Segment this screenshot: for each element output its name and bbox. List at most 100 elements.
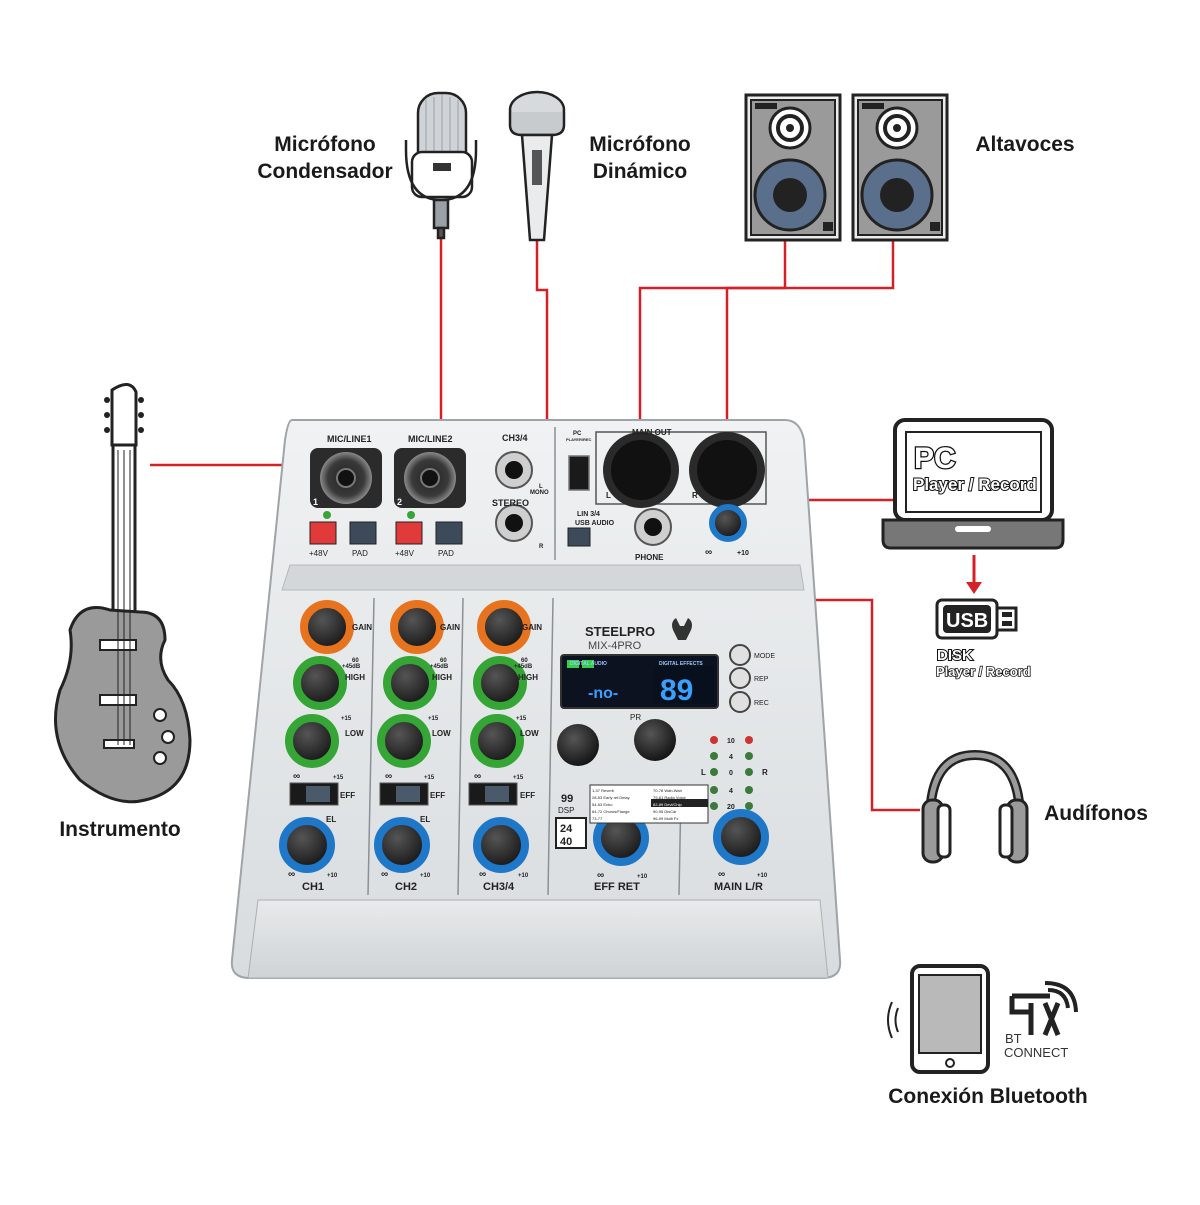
player-knobs[interactable]: [557, 719, 676, 766]
channel-knobs[interactable]: [279, 600, 531, 873]
effects-row-2-a: 28-53 Early ref.Delay: [592, 795, 630, 800]
ch2-plus15-a: +15: [428, 716, 439, 722]
ch2-plus10: +10: [420, 873, 431, 879]
effret-inf: ∞: [597, 870, 604, 881]
wireless-signal-icon: [887, 1001, 899, 1039]
mono-label: L: [539, 484, 543, 490]
display-effect: 89: [660, 674, 693, 707]
ch1-inf-b: ∞: [288, 869, 295, 880]
digital-effects-label: DIGITAL EFFECTS: [659, 661, 703, 667]
input2-number: 2: [397, 497, 402, 507]
main-plus10: +10: [757, 873, 768, 879]
effret-plus10: +10: [637, 874, 648, 880]
phantom-and-pad-buttons[interactable]: [309, 511, 463, 545]
ch2-eff-label: EFF: [430, 791, 445, 800]
dsp-label: DSP: [558, 806, 574, 815]
dsp-buttons[interactable]: [729, 644, 751, 713]
dynamic-microphone-icon: [508, 90, 566, 242]
mode-label: MODE: [754, 653, 775, 660]
ch2-48v-label: +48V: [395, 549, 415, 558]
main-lr-label: MAIN L/R: [714, 881, 763, 893]
level-meter: [710, 736, 753, 810]
model-label: MIX-4PRO: [588, 640, 642, 652]
phone-level-knob[interactable]: [709, 504, 747, 542]
meter-0: 0: [729, 770, 733, 777]
combo-jack-1[interactable]: [310, 448, 382, 508]
electric-guitar-icon: [54, 383, 192, 804]
pc-title: PC: [914, 442, 956, 475]
ch2-plus15-b: +15: [424, 775, 435, 781]
ch3-high-label: HIGH: [518, 673, 538, 682]
effects-row-1-b: 70-78 Wah-Wah: [653, 788, 682, 793]
eff-ret-label: EFF RET: [594, 881, 640, 893]
ch34-line-jacks[interactable]: [495, 451, 533, 542]
display-mode: -no-: [588, 685, 618, 702]
mono-label-2: MONO: [530, 490, 549, 496]
usb-arrow-head: [966, 582, 982, 594]
meter-r: R: [762, 768, 768, 777]
effects-row-5-a: 73-77: [592, 816, 603, 821]
ch2-high-label: HIGH: [432, 673, 452, 682]
ch1-pad-label: PAD: [352, 549, 368, 558]
bluetooth-connect-icon: [1009, 981, 1078, 1036]
ch1-plus15-b: +15: [333, 775, 344, 781]
condenser-microphone-icon: [404, 91, 478, 240]
speaker-left-icon: [744, 93, 842, 242]
effects-row-4-a: 64-72 Chorus/Flange: [592, 809, 630, 814]
phone-plus10: +10: [737, 550, 749, 557]
effects-row-3-b: 82-89 Devl/Chip: [653, 802, 682, 807]
ch2-gain-label: GAIN: [440, 623, 460, 632]
ch2-db45: +45dB: [430, 664, 449, 670]
ch3-gain-label: GAIN: [522, 623, 542, 632]
input2-label: MIC/LINE2: [408, 434, 453, 444]
main-inf: ∞: [718, 869, 725, 880]
player-rec-label: PLAYER/REC: [566, 437, 592, 442]
effects-row-1-a: 1-37 Reverb: [592, 788, 615, 793]
r-mark: R: [539, 544, 544, 550]
main-out-jacks[interactable]: [603, 432, 765, 508]
ch1-db60: 60: [352, 658, 359, 664]
ch1-plus15-a: +15: [341, 716, 352, 722]
bt-text: BT CONNECT: [1004, 1031, 1068, 1060]
laptop-icon: [881, 418, 1065, 550]
usb-subtitle: Player / Record: [936, 664, 1031, 679]
ch2-inf-b: ∞: [381, 869, 388, 880]
ch2-level-label: EL: [420, 815, 430, 824]
ch1-name: CH1: [302, 881, 324, 893]
meter-l: L: [701, 768, 706, 777]
condenser-mic-label-line2: Condensador: [257, 160, 393, 183]
usb-audio-switch[interactable]: [567, 527, 591, 547]
usb-disk-icon: [935, 598, 1018, 640]
main-out-l: L: [606, 491, 611, 500]
dynamic-mic-label: Micrófono Dinámico: [570, 131, 710, 185]
main-out-r: R: [692, 491, 698, 500]
phone-jack[interactable]: [634, 508, 672, 546]
eff-send-buttons[interactable]: [289, 782, 518, 806]
dsp-count: 99: [561, 793, 573, 805]
speaker-right-icon: [851, 93, 949, 242]
input1-number: 1: [313, 497, 318, 507]
usb-port[interactable]: [568, 455, 590, 491]
digital-audio-label: DIGITAL AUDIO: [570, 661, 607, 667]
khz-badge: 40: [560, 836, 572, 848]
master-knobs[interactable]: [593, 809, 769, 866]
ch1-48v-label: +48V: [309, 549, 329, 558]
headphones-icon: [921, 749, 1029, 864]
combo-jack-2[interactable]: [394, 448, 466, 508]
phone-label: PHONE: [635, 553, 664, 562]
lin34-label: LIN 3/4: [577, 511, 600, 518]
ch1-gain-label: GAIN: [352, 623, 372, 632]
meter-10: 10: [727, 738, 735, 745]
stereo-label: STEREO: [492, 498, 529, 508]
cable-speaker-left: [638, 240, 787, 460]
pc-label: PC: [573, 431, 582, 437]
ch3-plus15-b: +15: [513, 775, 524, 781]
bt-line1: BT: [1005, 1031, 1022, 1046]
ch3-name: CH3/4: [483, 881, 515, 893]
ch1-inf-a: ∞: [293, 771, 300, 782]
meter-4a: 4: [729, 754, 733, 761]
pc-subtitle: Player / Record: [913, 475, 1037, 494]
ch3-low-label: LOW: [520, 729, 539, 738]
rec-label: REC: [754, 700, 769, 707]
